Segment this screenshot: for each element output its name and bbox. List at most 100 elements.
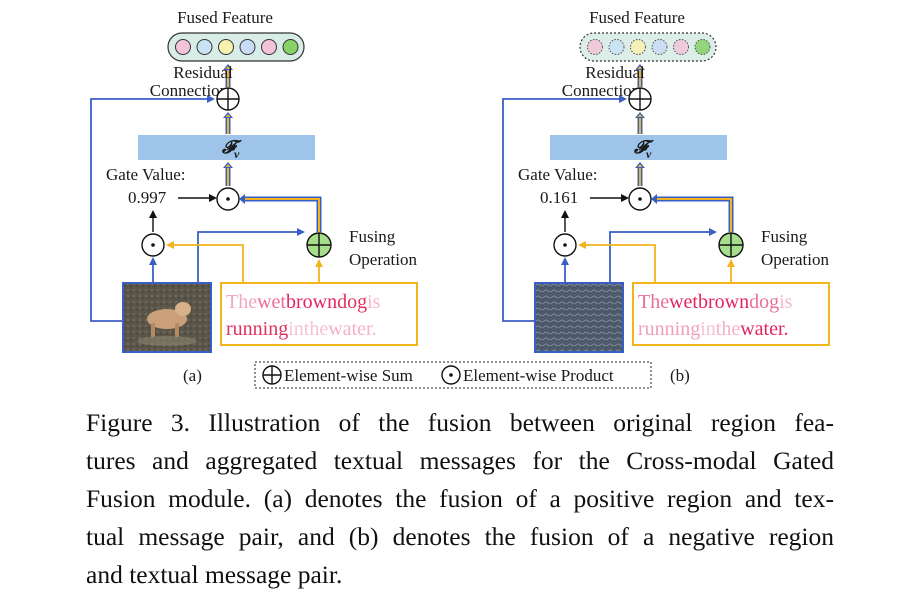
- dot: [563, 243, 567, 247]
- sentence-word: in: [288, 318, 304, 340]
- caption-line: Figure 3. Illustration of the fusion bet…: [86, 408, 834, 437]
- sentence-word: brown: [286, 291, 337, 313]
- double-arrow-head-core: [637, 66, 643, 69]
- sum-legend-icon: [262, 365, 282, 385]
- sentence-word: wet: [669, 291, 698, 313]
- fused-to-gate-arrow-core: [656, 198, 732, 232]
- residual-arrow: [502, 95, 627, 322]
- panel-tag: (b): [670, 366, 690, 385]
- gate-product-circle: [216, 187, 240, 211]
- fused-feature-label: Fused Feature: [589, 8, 685, 27]
- caption-line: and textual message pair.: [86, 560, 343, 589]
- feature-element: [218, 39, 234, 55]
- dog-leg: [151, 323, 155, 337]
- fused-to-gate-head: [651, 194, 657, 204]
- fusing-label: Operation: [761, 250, 829, 269]
- sentence-box: [220, 282, 418, 346]
- legend-product-label: Element-wise Product: [463, 366, 614, 385]
- sentence-word: water.: [328, 318, 376, 340]
- feature-element: [282, 39, 299, 55]
- region-product-circle: [553, 233, 577, 257]
- dog-leg: [175, 323, 179, 337]
- residual-arrow: [90, 95, 215, 322]
- sentence-word: is: [779, 291, 793, 313]
- fusing-operation-circle: [718, 232, 744, 258]
- figure-caption: Figure 3. Illustration of the fusion bet…: [86, 404, 834, 594]
- fused-to-gate-arrow: [244, 196, 322, 232]
- legend: Element-wise Sum Element-wise Product: [254, 361, 652, 389]
- fv-layer-box: [138, 135, 315, 160]
- panel-tag: (a): [183, 366, 202, 385]
- fused-to-gate-head: [239, 194, 245, 204]
- dog-figure: [137, 302, 197, 346]
- text-to-product-arrow: [166, 241, 244, 283]
- sentence-word: the: [716, 318, 741, 340]
- dot: [638, 197, 642, 201]
- water-image: [534, 282, 624, 353]
- fused-to-gate-arrow: [656, 196, 734, 232]
- feature-element: [239, 39, 256, 55]
- splash: [137, 336, 197, 346]
- image-to-fusing-arrow: [197, 228, 305, 283]
- fusing-label: Fusing: [761, 227, 808, 246]
- sentence-word: running: [638, 318, 700, 340]
- gate-value: 0.161: [540, 188, 578, 207]
- double-arrow-head-core: [225, 164, 231, 167]
- double-arrow-head-core: [225, 114, 231, 117]
- feature-element: [694, 39, 711, 55]
- double-arrow-head-core: [225, 66, 231, 69]
- gate-value: 0.997: [128, 188, 167, 207]
- feature-element: [587, 39, 603, 55]
- image-to-fusing-arrow: [609, 228, 717, 283]
- residual-label: Residual: [585, 63, 645, 82]
- sentence-box: [632, 282, 830, 346]
- region-product-circle: [141, 233, 165, 257]
- fv-sub: v: [646, 147, 652, 161]
- caption-line: tures and aggregated textual messages fo…: [86, 446, 834, 475]
- feature-element: [608, 39, 625, 55]
- sentence-word: in: [700, 318, 716, 340]
- sentence-word: brown: [698, 291, 749, 313]
- dot: [226, 197, 230, 201]
- fusing-operation-circle: [306, 232, 332, 258]
- sentence-word: running: [226, 318, 288, 340]
- sentence-word: water.: [740, 318, 788, 340]
- feature-element: [651, 39, 668, 55]
- sentence-word: The: [638, 291, 669, 313]
- dot: [151, 243, 155, 247]
- sentence-word: dog: [337, 291, 367, 313]
- double-arrow-head-core: [637, 164, 643, 167]
- feature-element: [673, 39, 689, 55]
- sentence-word: the: [304, 318, 329, 340]
- legend-sum-label: Element-wise Sum: [284, 366, 413, 385]
- sentence-word: is: [367, 291, 381, 313]
- sentence-word: dog: [749, 291, 779, 313]
- gate-value-label: Gate Value:: [106, 165, 185, 184]
- fused-to-gate-arrow-core: [244, 198, 320, 232]
- residual-sum-circle: [628, 87, 652, 111]
- sentence-word: The: [226, 291, 257, 313]
- double-arrow-head-core: [637, 114, 643, 117]
- fv-sub: v: [234, 147, 240, 161]
- feature-element: [175, 39, 191, 55]
- feature-element: [630, 39, 646, 55]
- fusing-label: Fusing: [349, 227, 396, 246]
- text-to-product-arrow: [578, 241, 656, 283]
- dog-head: [175, 302, 191, 316]
- feature-element: [261, 39, 277, 55]
- gate-value-label: Gate Value:: [518, 165, 597, 184]
- fused-feature-label: Fused Feature: [177, 8, 273, 27]
- feature-element: [196, 39, 213, 55]
- gate-product-circle: [628, 187, 652, 211]
- fv-layer-box: [550, 135, 727, 160]
- residual-label: Residual: [173, 63, 233, 82]
- caption-line: Fusion module. (a) denotes the fusion of…: [86, 484, 834, 513]
- sentence-word: wet: [257, 291, 286, 313]
- product-legend-icon: [441, 365, 461, 385]
- fusing-label: Operation: [349, 250, 417, 269]
- residual-sum-circle: [216, 87, 240, 111]
- caption-line: tual message pair, and (b) denotes the f…: [86, 522, 834, 551]
